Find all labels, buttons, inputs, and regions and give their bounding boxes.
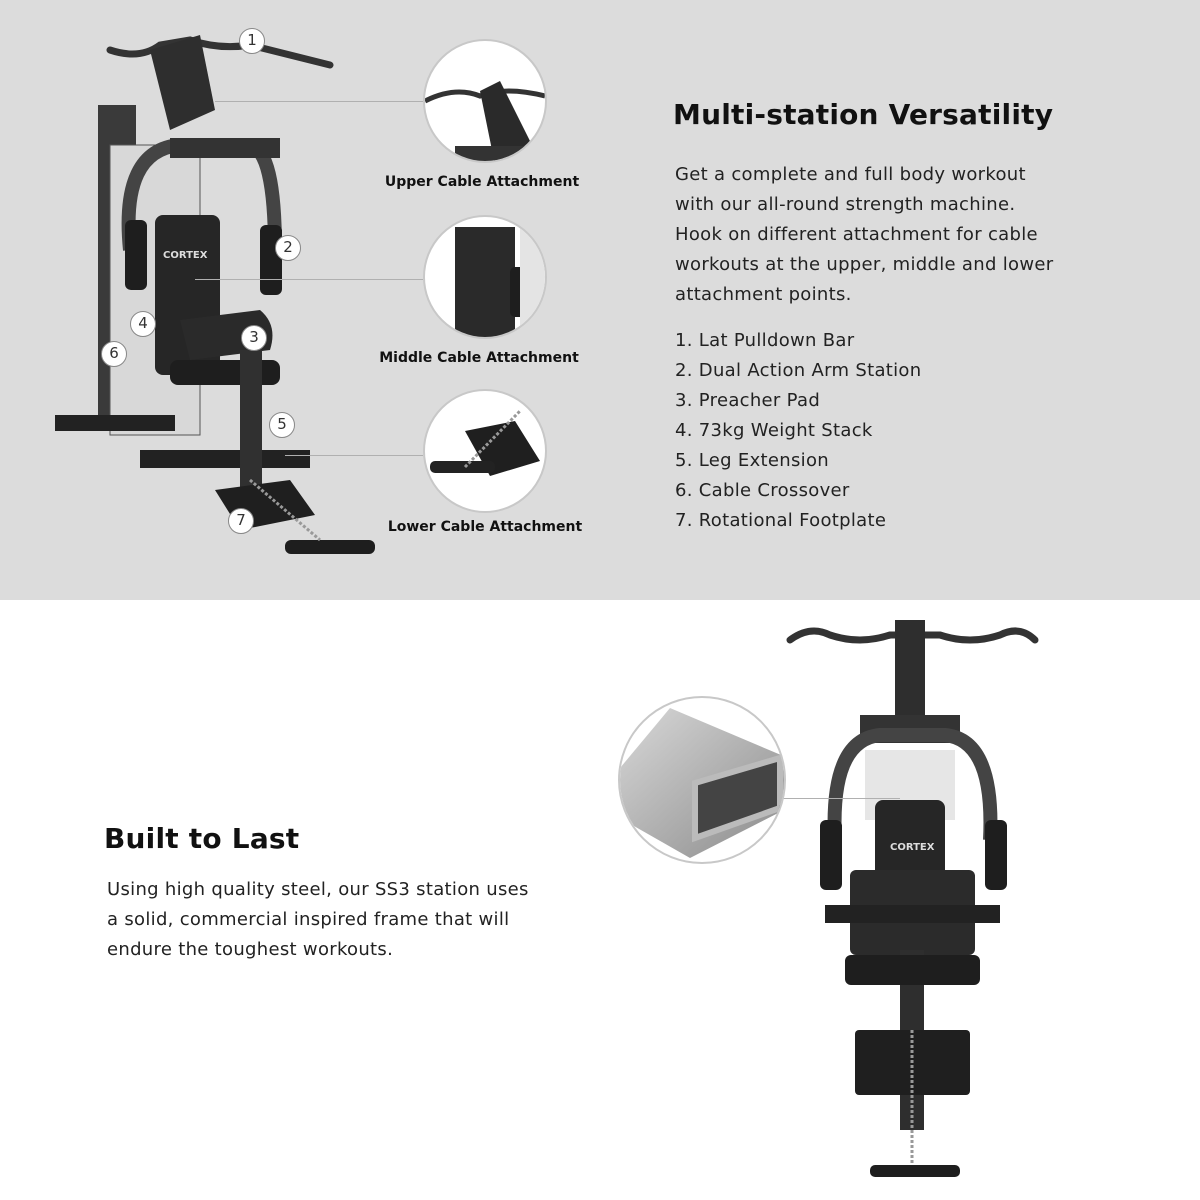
steel-tube-detail-image — [618, 696, 786, 864]
middle-cable-caption: Middle Cable Attachment — [379, 350, 579, 366]
callout-badge-5: 5 — [269, 412, 295, 438]
feature-item: 3. Preacher Pad — [675, 390, 821, 411]
description-line: workouts at the upper, middle and lower — [675, 254, 1054, 275]
feature-item: 2. Dual Action Arm Station — [675, 360, 922, 381]
callout-badge-3: 3 — [241, 325, 267, 351]
callout-badge-1: 1 — [239, 28, 265, 54]
description-line: with our all-round strength machine. — [675, 194, 1016, 215]
description-line: Hook on different attachment for cable — [675, 224, 1038, 245]
feature-item: 1. Lat Pulldown Bar — [675, 330, 855, 351]
description-line: attachment points. — [675, 284, 852, 305]
versatility-title: Multi-station Versatility — [673, 98, 1054, 131]
callout-badge-4: 4 — [130, 311, 156, 337]
connector-line — [285, 455, 423, 456]
home-gym-front-view-image: CORTEX — [786, 620, 1039, 1177]
lower-cable-caption: Lower Cable Attachment — [387, 519, 583, 535]
versatility-description: Get a complete and full body workout wit… — [675, 160, 1053, 310]
durability-title: Built to Last — [104, 822, 300, 855]
description-line: endure the toughest workouts. — [107, 939, 394, 960]
lower-cable-detail-image — [423, 389, 547, 513]
description-line: Using high quality steel, our SS3 statio… — [107, 879, 529, 900]
svg-text:CORTEX: CORTEX — [890, 842, 935, 853]
home-gym-side-view-image: CORTEX — [55, 35, 375, 554]
connector-line — [215, 101, 423, 102]
upper-cable-detail-image — [423, 39, 547, 163]
description-line: a solid, commercial inspired frame that … — [107, 909, 510, 930]
feature-list: 1. Lat Pulldown Bar 2. Dual Action Arm S… — [675, 326, 921, 536]
upper-cable-caption: Upper Cable Attachment — [384, 174, 580, 190]
durability-description: Using high quality steel, our SS3 statio… — [107, 875, 529, 965]
feature-item: 6. Cable Crossover — [675, 480, 850, 501]
feature-item: 4. 73kg Weight Stack — [675, 420, 873, 441]
description-line: Get a complete and full body workout — [675, 164, 1026, 185]
callout-badge-7: 7 — [228, 508, 254, 534]
callout-badge-6: 6 — [101, 341, 127, 367]
connector-line — [195, 279, 423, 280]
callout-badge-2: 2 — [275, 235, 301, 261]
feature-item: 7. Rotational Footplate — [675, 510, 887, 531]
middle-cable-detail-image — [423, 215, 547, 339]
brand-logo: CORTEX — [163, 250, 208, 261]
feature-item: 5. Leg Extension — [675, 450, 829, 471]
connector-line — [780, 798, 900, 799]
